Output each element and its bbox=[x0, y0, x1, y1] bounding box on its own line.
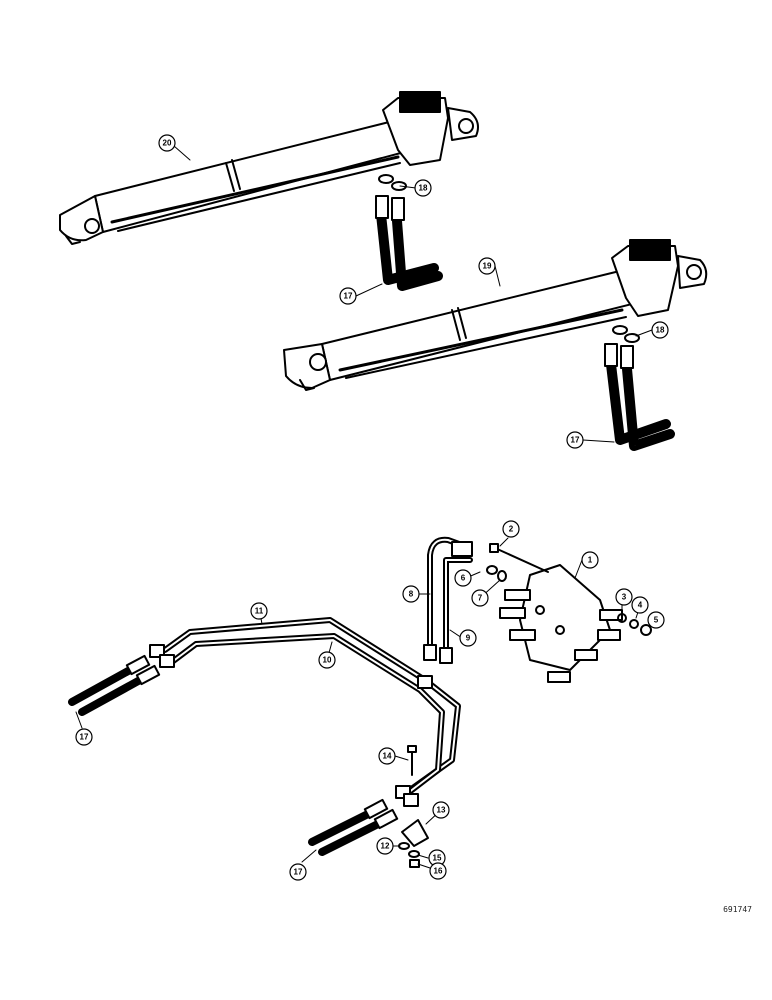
tube-8 bbox=[423, 536, 473, 661]
callout-5: 5 bbox=[647, 611, 665, 629]
callout-3: 3 bbox=[615, 588, 633, 606]
callout-18-upper: 18 bbox=[414, 179, 432, 197]
callout-16: 16 bbox=[429, 862, 447, 880]
callouts: 20 18 17 19 18 17 1 2 6 7 8 9 3 4 5 11 1… bbox=[75, 134, 669, 881]
svg-text:18: 18 bbox=[656, 326, 665, 335]
hose-assembly-upper bbox=[375, 195, 443, 291]
callout-14: 14 bbox=[378, 747, 396, 765]
svg-text:2: 2 bbox=[509, 525, 514, 534]
control-valve bbox=[499, 564, 623, 683]
callout-11: 11 bbox=[250, 602, 268, 620]
washer-4 bbox=[629, 619, 639, 629]
bolt-2 bbox=[489, 543, 549, 573]
callout-17-left: 17 bbox=[75, 728, 93, 746]
callout-1: 1 bbox=[581, 551, 599, 569]
callout-17-upper: 17 bbox=[339, 287, 357, 305]
svg-text:12: 12 bbox=[381, 842, 390, 851]
o-ring-7 bbox=[497, 570, 507, 582]
svg-text:6: 6 bbox=[461, 574, 466, 583]
svg-text:13: 13 bbox=[437, 806, 446, 815]
svg-text:4: 4 bbox=[638, 601, 643, 610]
svg-text:9: 9 bbox=[466, 634, 471, 643]
nut-5 bbox=[640, 624, 652, 636]
nut-16 bbox=[409, 859, 420, 868]
callout-6: 6 bbox=[454, 569, 472, 587]
clamp-13 bbox=[401, 819, 429, 847]
callout-10: 10 bbox=[318, 651, 336, 669]
svg-text:8: 8 bbox=[409, 590, 414, 599]
washer-3 bbox=[617, 613, 627, 623]
hose-pair-left bbox=[68, 654, 161, 716]
callout-13: 13 bbox=[432, 801, 450, 819]
svg-text:14: 14 bbox=[383, 752, 392, 761]
callout-12: 12 bbox=[376, 837, 394, 855]
callout-19: 19 bbox=[478, 257, 496, 275]
callout-2: 2 bbox=[502, 520, 520, 538]
callout-20: 20 bbox=[158, 134, 176, 152]
svg-text:16: 16 bbox=[434, 867, 443, 876]
callout-17-bottom: 17 bbox=[289, 863, 307, 881]
svg-text:3: 3 bbox=[622, 593, 627, 602]
o-ring-upper bbox=[378, 174, 407, 191]
callout-18-lower: 18 bbox=[651, 321, 669, 339]
svg-text:7: 7 bbox=[478, 594, 483, 603]
hydraulic-cylinder-lower bbox=[283, 239, 708, 391]
callout-9: 9 bbox=[459, 629, 477, 647]
fitting-6 bbox=[486, 565, 498, 575]
tube-10 bbox=[169, 633, 445, 799]
svg-text:17: 17 bbox=[294, 868, 303, 877]
hose-pair-bottom bbox=[308, 798, 399, 856]
svg-text:20: 20 bbox=[163, 139, 172, 148]
callout-17-lower: 17 bbox=[566, 431, 584, 449]
tube-9 bbox=[439, 541, 473, 664]
washer-15 bbox=[408, 850, 420, 858]
svg-text:11: 11 bbox=[255, 607, 264, 616]
svg-text:5: 5 bbox=[654, 616, 659, 625]
svg-text:1: 1 bbox=[588, 556, 593, 565]
svg-text:17: 17 bbox=[344, 292, 353, 301]
svg-text:10: 10 bbox=[323, 656, 332, 665]
callout-4: 4 bbox=[631, 596, 649, 614]
hose-assembly-lower bbox=[604, 343, 675, 451]
hydraulic-cylinder-upper bbox=[59, 91, 479, 245]
svg-text:17: 17 bbox=[571, 436, 580, 445]
svg-text:19: 19 bbox=[483, 262, 492, 271]
o-ring-lower bbox=[612, 325, 640, 343]
bolt-14 bbox=[407, 745, 417, 776]
figure-code: 691747 bbox=[723, 905, 752, 914]
callout-7: 7 bbox=[471, 589, 489, 607]
svg-text:18: 18 bbox=[419, 184, 428, 193]
svg-text:17: 17 bbox=[80, 733, 89, 742]
callout-8: 8 bbox=[402, 585, 420, 603]
svg-text:15: 15 bbox=[433, 854, 442, 863]
